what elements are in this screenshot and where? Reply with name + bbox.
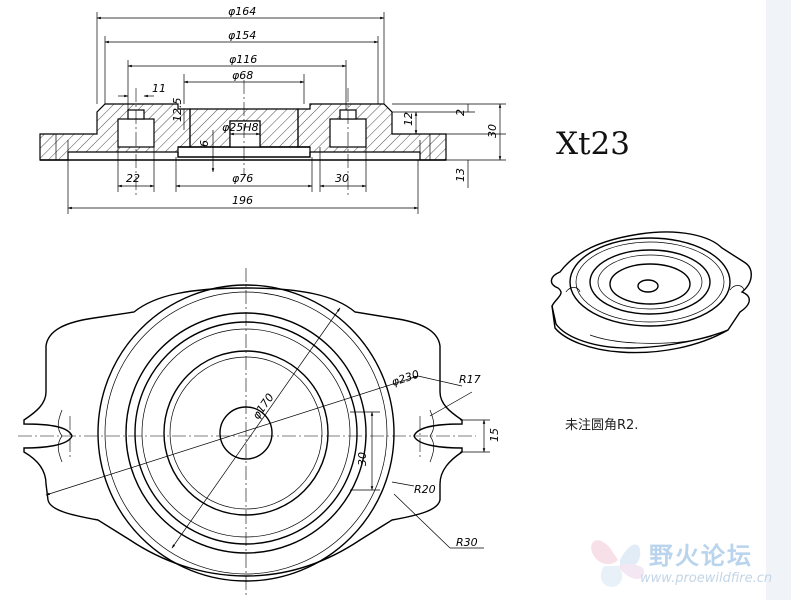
- dim-phi30: 30: [335, 172, 349, 185]
- section-dimension-text: φ164 φ154 φ116 φ68 11 φ25H8 22 φ76 30 19…: [126, 5, 499, 207]
- dim-11: 11: [152, 82, 166, 95]
- dim-phi164: φ164: [228, 5, 256, 18]
- watermark-logo-icon: [591, 540, 645, 587]
- dim-phi25h8: φ25H8: [222, 121, 259, 134]
- dim-r20: R20: [414, 483, 436, 496]
- dim-phi230: φ230: [390, 368, 421, 389]
- dim-12-5: 12.5: [171, 98, 184, 123]
- part-title: Xt23: [556, 126, 630, 162]
- dim-phi68: φ68: [232, 69, 253, 82]
- dim-13: 13: [454, 168, 467, 182]
- dim-2: 2: [454, 109, 467, 116]
- fillet-note: 未注圆角R2.: [565, 418, 639, 433]
- watermark-text: 野火论坛: [649, 542, 753, 570]
- plan-dimension-lines: [45, 307, 490, 549]
- plan-dimension-text: φ230 R17 φ170 15 30 R20 R30: [250, 368, 501, 549]
- dim-196: 196: [232, 194, 253, 207]
- dim-phi116: φ116: [229, 53, 257, 66]
- watermark-url: www.proewildfire.cn: [640, 571, 773, 586]
- iso-view: [550, 231, 752, 354]
- dim-22: 22: [126, 172, 140, 185]
- plan-view: φ230 R17 φ170 15 30 R20 R30: [18, 268, 501, 598]
- dim-15: 15: [488, 428, 501, 442]
- dim-30: 30: [486, 124, 499, 138]
- dim-phi170: φ170: [250, 391, 277, 422]
- dimension-lines: [67, 16, 502, 210]
- right-margin-strip: [766, 0, 791, 600]
- dim-r30: R30: [456, 536, 478, 549]
- dim-phi154: φ154: [228, 29, 256, 42]
- dim-12: 12: [402, 112, 415, 126]
- section-view: φ164 φ154 φ116 φ68 11 φ25H8 22 φ76 30 19…: [39, 5, 506, 214]
- dim-30-plan: 30: [356, 452, 369, 466]
- dim-phi76: φ76: [232, 172, 253, 185]
- dim-r17: R17: [459, 373, 481, 386]
- dim-6: 6: [198, 140, 211, 147]
